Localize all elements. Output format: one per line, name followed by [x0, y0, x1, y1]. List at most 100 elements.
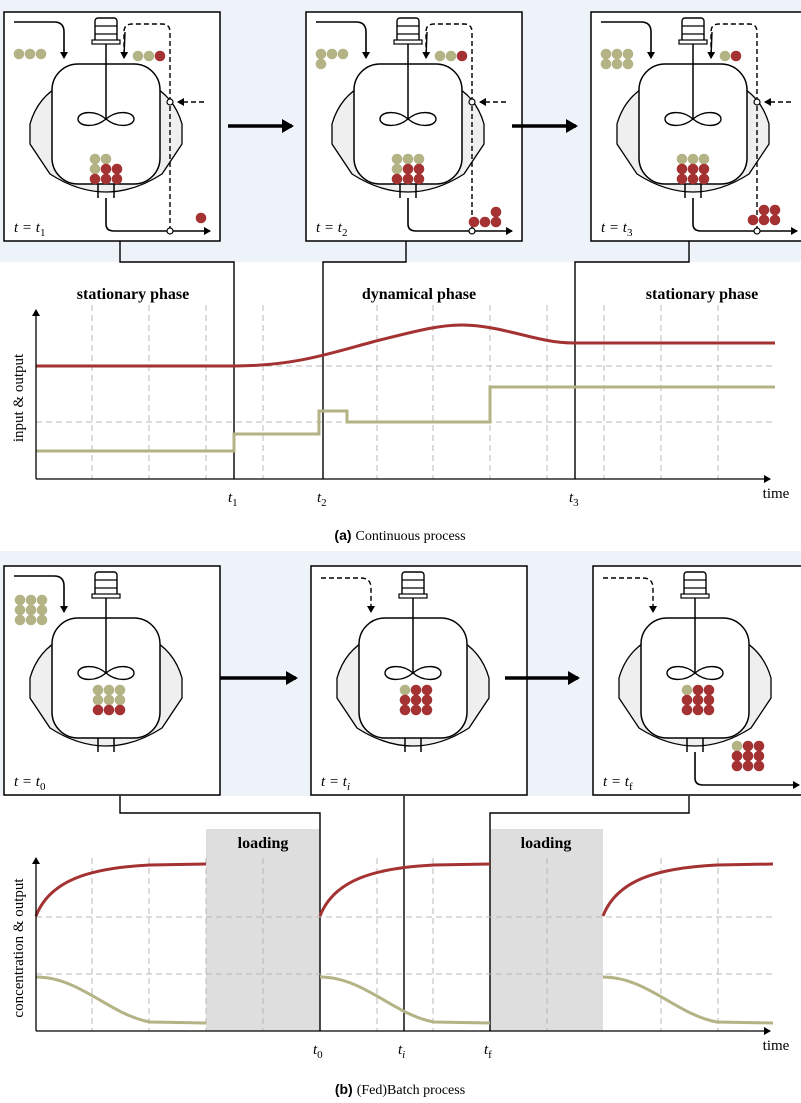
sensor-node — [753, 98, 761, 106]
particle — [698, 163, 710, 175]
particle — [676, 153, 688, 165]
phase-label: stationary phase — [646, 286, 758, 303]
caption-a: (a)Continuous process — [334, 527, 465, 544]
time-label: t = t1 — [14, 220, 45, 239]
particle — [410, 684, 422, 696]
particle — [753, 760, 765, 772]
outlet-line — [105, 198, 211, 235]
particles — [13, 48, 207, 224]
output-curve — [601, 862, 774, 917]
outlet-line — [694, 752, 800, 789]
particle — [143, 50, 155, 62]
particle — [490, 216, 502, 228]
reactor-frame: t = ti — [310, 565, 528, 796]
concentration-curve — [602, 975, 774, 1025]
particle — [622, 48, 634, 60]
particle — [730, 50, 742, 62]
particle — [421, 684, 433, 696]
time-label: t = t2 — [316, 220, 347, 239]
particle — [103, 704, 115, 716]
particle — [703, 684, 715, 696]
particle — [758, 204, 770, 216]
particle — [89, 173, 101, 185]
feed-line — [14, 575, 68, 613]
particles — [600, 48, 781, 226]
particle — [479, 216, 491, 228]
particle — [611, 48, 623, 60]
x-axis-label: time — [763, 1038, 790, 1054]
particle — [195, 212, 207, 224]
control-arrow — [422, 31, 431, 59]
particle — [315, 58, 327, 70]
tick-t1: t1 — [228, 490, 238, 509]
output-curve — [36, 323, 775, 368]
particle — [681, 704, 693, 716]
particle — [25, 594, 37, 606]
particle — [154, 50, 166, 62]
particle — [114, 704, 126, 716]
particle — [410, 694, 422, 706]
particle — [703, 704, 715, 716]
particle — [25, 604, 37, 616]
reactor-frame: t = t2 — [305, 11, 523, 242]
particle — [111, 173, 123, 185]
particle — [753, 740, 765, 752]
particle — [742, 750, 754, 762]
y-axis-label: concentration & output — [11, 878, 27, 1018]
particle — [14, 604, 26, 616]
time-label: t = t3 — [601, 220, 633, 239]
particle — [114, 694, 126, 706]
particle — [456, 50, 468, 62]
particle — [100, 173, 112, 185]
phase-label: loading — [238, 835, 289, 852]
particle — [490, 206, 502, 218]
particle — [35, 48, 47, 60]
particle — [111, 163, 123, 175]
particle — [681, 694, 693, 706]
particle — [413, 153, 425, 165]
particles — [315, 48, 502, 228]
reactor-frames-a: t = t1 t = t2 t = t3 — [3, 11, 801, 242]
particle — [731, 750, 743, 762]
particle — [731, 760, 743, 772]
x-axis-label: time — [763, 486, 790, 502]
particle — [89, 153, 101, 165]
particle — [36, 614, 48, 626]
particle — [100, 153, 112, 165]
particles — [681, 684, 765, 772]
particle — [36, 604, 48, 616]
particle — [687, 153, 699, 165]
particle — [731, 740, 743, 752]
plot-b-grid — [36, 858, 775, 1031]
particle — [103, 694, 115, 706]
particle — [14, 614, 26, 626]
particle — [747, 214, 759, 226]
outlet-line — [692, 198, 798, 235]
particle — [742, 740, 754, 752]
particle — [421, 694, 433, 706]
reactor-frame: t = t3 — [590, 11, 801, 242]
time-label: t = t0 — [14, 774, 46, 793]
tick-tf: tf — [484, 1042, 492, 1061]
feed-line — [14, 21, 68, 59]
output-curve — [318, 862, 491, 917]
particle — [687, 173, 699, 185]
particles — [14, 594, 126, 716]
tick-ti: ti — [398, 1042, 405, 1061]
particle — [24, 48, 36, 60]
particle — [89, 163, 101, 175]
particle — [103, 684, 115, 696]
particle — [326, 48, 338, 60]
sensor-node — [468, 98, 476, 106]
frame-connector — [574, 241, 690, 479]
frame-connector — [119, 796, 321, 1031]
particle — [413, 163, 425, 175]
particle — [719, 50, 731, 62]
particle — [391, 163, 403, 175]
particle — [391, 173, 403, 185]
particle — [753, 750, 765, 762]
particle — [114, 684, 126, 696]
feed-line-dashed — [603, 577, 657, 613]
particle — [413, 173, 425, 185]
